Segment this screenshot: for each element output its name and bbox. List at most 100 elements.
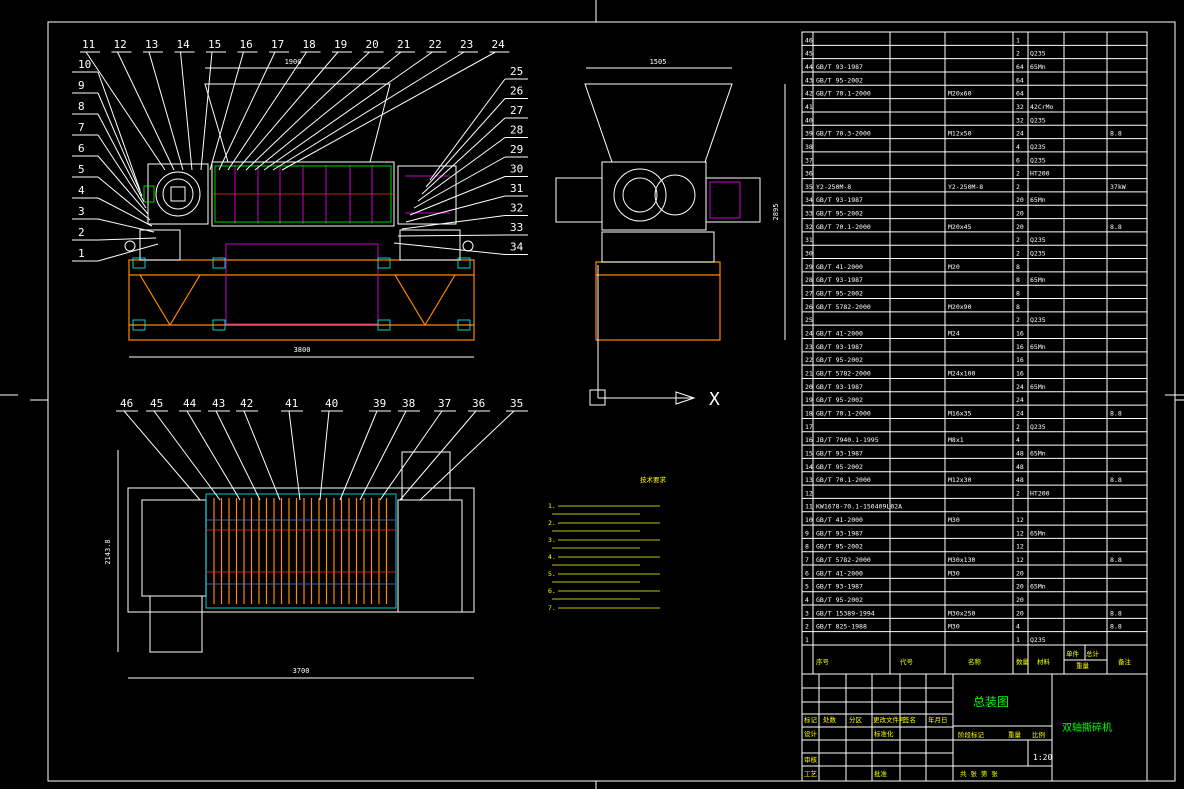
bom-qty: 12 [1016,556,1024,564]
bom-qty: 12 [1016,516,1024,524]
bom-name: Y2-250M-8 [948,183,983,191]
bom-qty: 2 [1016,50,1020,58]
bom-no: 33 [805,210,813,218]
callout-14: 14 [177,38,191,51]
callout-2: 2 [78,226,85,239]
bom-no: 27 [805,290,813,298]
bom-qty: 12 [1016,543,1024,551]
callout-18: 18 [303,38,316,51]
callout-16: 16 [240,38,253,51]
callout-35: 35 [510,397,523,410]
bom-code: GB/T 93-1987 [816,383,863,391]
title-block: 标记 处数 分区 更改文件号 签名 年月日 设计 标准化 审核 工艺 批准 阶段… [801,673,1148,782]
bom-no: 36 [805,170,813,178]
bom-code: GB/T 41-2000 [816,516,863,524]
bom-qty: 2 [1016,183,1020,191]
hdr-qty: 数量 [1016,657,1030,666]
bom-material: Q235 [1030,50,1046,58]
bom-qty: 16 [1016,356,1024,364]
callout-39: 39 [373,397,386,410]
bom-qty: 8 [1016,276,1020,284]
hdr-material: 材料 [1037,657,1051,666]
tb-design: 设计 [804,729,818,738]
callout-19: 19 [334,38,347,51]
callout-6: 6 [78,142,85,155]
bom-qty: 2 [1016,423,1020,431]
hdr-remark: 备注 [1118,657,1132,666]
bom-remark: 8.8 [1110,476,1122,484]
bom-material: HT200 [1030,170,1050,178]
bom-qty: 16 [1016,343,1024,351]
callout-37: 37 [438,397,451,410]
bom-no: 35 [805,183,813,191]
bom-material: 65Mn [1030,529,1046,537]
callout-33: 33 [510,221,523,234]
tb-review: 审核 [804,755,818,764]
bom-qty: 8 [1016,303,1020,311]
bom-code: Y2-250M-8 [816,183,851,191]
bom-material: 65Mn [1030,63,1046,71]
callout-7: 7 [78,121,85,134]
bom-no: 41 [805,103,813,111]
callout-17: 17 [271,38,284,51]
bom-no: 45 [805,50,813,58]
notes-title: 技术要求 [640,475,667,484]
callout-13: 13 [145,38,158,51]
callout-8: 8 [78,100,85,113]
bom-name: M24x100 [948,369,975,377]
bom-no: 12 [805,489,813,497]
bom-material: Q235 [1030,143,1046,151]
bom-no: 11 [805,503,813,511]
bom-no: 43 [805,76,813,84]
callout-43: 43 [212,397,225,410]
bom-qty: 2 [1016,489,1020,497]
hdr-code: 代号 [900,657,914,666]
bom-qty: 24 [1016,383,1024,391]
callout-26: 26 [510,85,523,98]
callout-21: 21 [397,38,410,51]
dim-front-top: 1900 [285,58,302,66]
drawing-name: 总装图 [973,695,1009,709]
bom-code: GB/T 95-2002 [816,543,863,551]
bom-qty: 8 [1016,290,1020,298]
bom-qty: 20 [1016,569,1024,577]
bom-no: 40 [805,116,813,124]
side-view: 1505 2895 X [555,58,786,410]
bom-no: 18 [805,409,813,417]
callout-46: 46 [120,397,133,410]
bom-name: M16x35 [948,409,972,417]
bom-code: GB/T 95-2002 [816,76,863,84]
bom-remark: 8.8 [1110,556,1122,564]
bom-no: 30 [805,250,813,258]
bom-qty: 24 [1016,409,1024,417]
bom-name: M8x1 [948,436,964,444]
bom-no: 2 [805,623,809,631]
bom-no: 8 [805,543,809,551]
bom-material: 65Mn [1030,449,1046,457]
bom-no: 5 [805,583,809,591]
bom-qty: 8 [1016,263,1020,271]
callout-15: 15 [208,38,221,51]
bom-qty: 4 [1016,143,1020,151]
bom-material: HT200 [1030,489,1050,497]
bom-code: GB/T 15389-1994 [816,609,875,617]
dim-side-top: 1505 [650,58,667,66]
bom-qty: 20 [1016,210,1024,218]
note-line: 7. [548,604,556,612]
bom-material: 42CrMo [1030,103,1054,111]
bom-no: 39 [805,130,813,138]
bom-no: 3 [805,609,809,617]
tb-zone: 分区 [849,715,863,724]
bom-no: 46 [805,36,813,44]
bom-code: GB/T 95-2002 [816,290,863,298]
dim-side-height: 2895 [772,204,780,221]
tb-sign: 签名 [903,715,916,724]
bom-code: GB/T 41-2000 [816,330,863,338]
bom-qty: 64 [1016,63,1024,71]
bom-code: GB/T 825-1988 [816,623,867,631]
bom-no: 24 [805,330,813,338]
bom-no: 29 [805,263,813,271]
